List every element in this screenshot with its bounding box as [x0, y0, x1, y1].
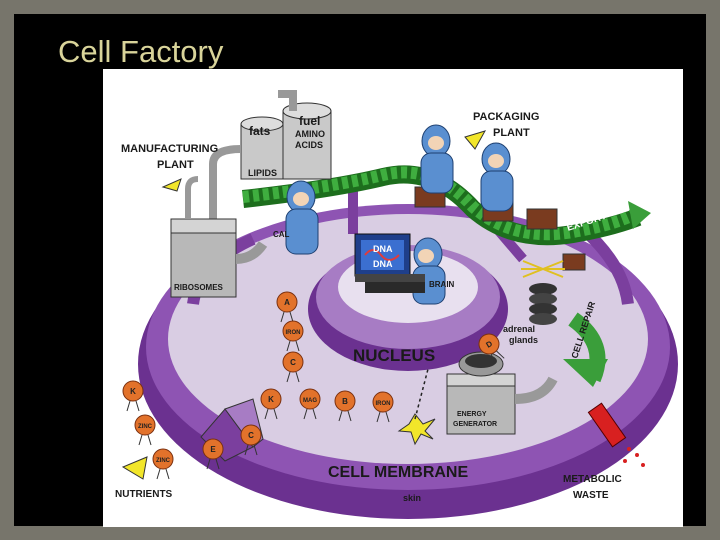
label-brain: BRAIN — [429, 280, 455, 289]
nutrient-label: K — [130, 387, 136, 396]
spark-icon — [397, 413, 436, 446]
nutrient-ball: IRON — [372, 391, 394, 423]
label-energy-1: ENERGY — [457, 411, 487, 418]
worker-packaging-2 — [480, 142, 514, 212]
label-manufacturing-1: MANUFACTURING — [121, 143, 218, 155]
nutrient-label: K — [268, 395, 274, 404]
label-adrenal-2: glands — [509, 335, 538, 345]
label-dna-1: DNA — [373, 244, 393, 254]
conveyor-belt — [242, 165, 651, 387]
label-fats: fats — [249, 124, 271, 138]
worker-manufacturing — [285, 180, 319, 255]
label-packaging-1: PACKAGING — [473, 111, 539, 123]
nutrient-label: D — [484, 339, 494, 350]
label-adrenal-1: adrenal — [503, 324, 535, 334]
nutrient-ball: IRON — [282, 320, 304, 352]
energy-path — [414, 368, 429, 420]
arrow-manufacturing — [161, 178, 182, 192]
diagram-frame: MANUFACTURING PLANT PACKAGING PLANT fats… — [103, 69, 683, 527]
nutrient-ball: A — [276, 291, 298, 323]
label-metabolic-2: WASTE — [573, 490, 609, 501]
label-energy-2: GENERATOR — [453, 421, 497, 428]
slide: Cell Factory — [14, 14, 706, 527]
arrow-packaging — [464, 130, 487, 150]
nutrient-ball: E — [202, 438, 224, 470]
label-fuel: fuel — [299, 114, 320, 128]
nutrient-label: B — [342, 397, 348, 406]
nutrient-label: IRON — [376, 401, 391, 407]
label-packaging-2: PLANT — [493, 127, 530, 139]
nutrient-ball: C — [282, 351, 304, 383]
nutrient-label: C — [248, 431, 254, 440]
adrenal-glands — [521, 260, 565, 325]
nutrient-label: A — [284, 298, 290, 307]
label-lipids: LIPIDS — [248, 168, 277, 178]
nutrient-ball: C — [240, 424, 262, 456]
nutrient-ball: K — [260, 388, 282, 420]
nutrient-ball: ZINC — [152, 448, 174, 480]
workers — [285, 124, 514, 305]
nutrient-label: ZINC — [138, 424, 153, 430]
nutrient-ball: MAG — [299, 388, 321, 420]
label-metabolic-1: METABOLIC — [563, 474, 622, 485]
nutrient-characters: A IRON C K MAG — [122, 291, 505, 480]
cell-factory-illustration: MANUFACTURING PLANT PACKAGING PLANT fats… — [115, 90, 678, 519]
metabolic-waste-can — [587, 402, 645, 467]
label-manufacturing-2: PLANT — [157, 159, 194, 171]
label-cal: CAL — [273, 230, 290, 239]
slide-title: Cell Factory — [58, 34, 224, 69]
dna-computer — [354, 233, 425, 293]
label-dna-2: DNA — [373, 259, 393, 269]
nutrient-label: MAG — [303, 398, 317, 404]
nutrient-ball: K — [122, 380, 144, 412]
nutrient-label: IRON — [286, 330, 301, 336]
nutrient-ball: D — [478, 333, 505, 365]
nutrient-ball: ZINC — [134, 414, 156, 446]
nutrient-ball: B — [334, 390, 356, 422]
label-ribosomes: RIBOSOMES — [174, 283, 224, 292]
label-amino-2: ACIDS — [295, 140, 323, 150]
arrow-nutrients — [121, 456, 148, 480]
nutrient-label: ZINC — [156, 458, 171, 464]
label-cell-membrane: CELL MEMBRANE — [328, 464, 468, 481]
energy-generator — [446, 351, 558, 435]
nutrient-label: C — [290, 358, 296, 367]
nutrient-label: E — [210, 445, 216, 454]
label-amino-1: AMINO — [295, 129, 325, 139]
label-nucleus: NUCLEUS — [353, 346, 435, 365]
worker-packaging-1 — [420, 124, 454, 194]
label-nutrients: NUTRIENTS — [115, 489, 173, 500]
label-skin: skin — [403, 493, 421, 503]
manufacturing-silos — [170, 90, 332, 298]
worker-brain — [412, 237, 446, 305]
